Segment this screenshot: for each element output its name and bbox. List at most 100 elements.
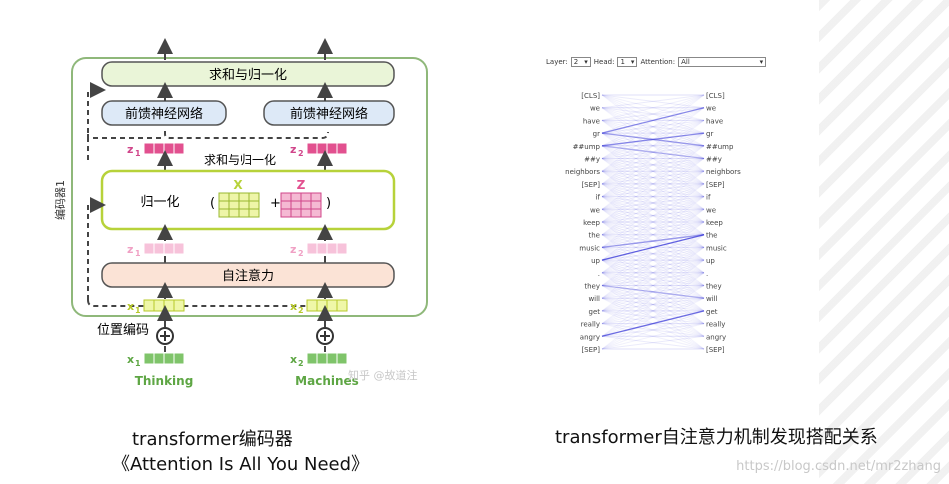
token-right[interactable]: we (706, 206, 716, 214)
token-left[interactable]: get (589, 308, 601, 316)
attention-line (601, 259, 705, 299)
attention-line (601, 170, 705, 248)
attention-line (601, 183, 705, 261)
attention-line (601, 259, 705, 274)
token-right[interactable]: neighbors (706, 168, 741, 176)
token-left[interactable]: [SEP] (581, 181, 600, 189)
attention-line (601, 221, 705, 286)
word-thinking: Thinking (135, 374, 194, 388)
attention-line (601, 208, 705, 261)
token-right[interactable]: if (706, 194, 711, 202)
token-left[interactable]: ##ump (573, 143, 601, 151)
token-left[interactable]: [SEP] (581, 346, 600, 354)
attention-line (601, 297, 705, 312)
attention-line (601, 221, 705, 236)
token-right[interactable]: will (706, 295, 718, 303)
attention-line (601, 132, 705, 210)
token-right[interactable]: . (706, 270, 708, 278)
attention-line (601, 310, 705, 337)
token-left[interactable]: really (581, 321, 600, 329)
attention-line (601, 183, 705, 210)
token-right[interactable]: get (706, 308, 718, 316)
caption-right: transformer自注意力机制发现搭配关系 (555, 427, 878, 448)
token-right[interactable]: music (706, 244, 727, 252)
token-right[interactable]: the (706, 232, 718, 240)
attention-line (601, 170, 705, 185)
attention-line (601, 132, 705, 147)
attention-line (601, 272, 705, 350)
token-left[interactable]: they (584, 283, 600, 291)
attention-line (601, 170, 705, 198)
attention-line (601, 323, 705, 350)
token-left[interactable]: will (588, 295, 600, 303)
attention-line (601, 297, 705, 350)
attention-line (601, 170, 705, 223)
attention-line (601, 145, 705, 210)
attention-line (601, 119, 705, 185)
x2-green-label: x (290, 353, 297, 366)
attention-line (601, 234, 705, 286)
attention-line (601, 94, 705, 109)
attention-line (601, 170, 705, 223)
attention-line (601, 196, 705, 274)
attention-line (601, 145, 705, 159)
token-left[interactable]: we (590, 105, 600, 113)
token-right[interactable]: have (706, 117, 723, 125)
attention-line (601, 310, 705, 325)
z2-faint-label: z (290, 243, 296, 256)
token-left[interactable]: neighbors (565, 168, 600, 176)
attention-label: Attention: (640, 58, 676, 66)
attention-line (601, 94, 705, 109)
token-left[interactable]: the (589, 232, 601, 240)
attention-line (601, 234, 705, 261)
attention-line (601, 234, 705, 312)
token-left[interactable]: angry (580, 333, 600, 341)
attention-line (601, 183, 705, 223)
head-select[interactable]: 1▾ (617, 57, 638, 67)
attention-line (601, 145, 705, 210)
token-right[interactable]: gr (706, 130, 713, 138)
token-right[interactable]: [SEP] (706, 346, 725, 354)
attention-line (601, 272, 705, 286)
attention-line (601, 132, 705, 172)
token-right[interactable]: we (706, 105, 716, 113)
token-right[interactable]: they (706, 283, 722, 291)
token-left[interactable]: ##y (584, 156, 600, 164)
attention-line (601, 259, 705, 312)
token-left[interactable]: up (591, 257, 600, 265)
token-left[interactable]: [CLS] (581, 92, 600, 100)
attention-line (601, 119, 705, 159)
token-right[interactable]: ##y (706, 156, 722, 164)
z1-vector (143, 142, 185, 155)
attention-line (601, 119, 705, 185)
attention-line (601, 196, 705, 210)
token-right[interactable]: really (706, 321, 725, 329)
attention-line (601, 259, 705, 299)
token-left[interactable]: if (596, 194, 601, 202)
token-right[interactable]: [SEP] (706, 181, 725, 189)
attention-line (601, 246, 705, 261)
attention-line (601, 94, 705, 159)
layer-select[interactable]: 2▾ (570, 57, 591, 67)
token-right[interactable]: keep (706, 219, 723, 227)
token-left[interactable]: we (590, 206, 600, 214)
token-right[interactable]: angry (706, 333, 726, 341)
token-left[interactable]: gr (593, 130, 600, 138)
attention-line (601, 246, 705, 325)
token-left[interactable]: . (598, 270, 600, 278)
token-right[interactable]: up (706, 257, 715, 265)
attention-line (601, 246, 705, 274)
zhihu-watermark: 知乎 @故道注 (348, 369, 418, 382)
attention-select[interactable]: All▾ (678, 57, 767, 67)
token-right[interactable]: ##ump (706, 143, 734, 151)
attention-line (601, 196, 705, 261)
head-label: Head: (593, 58, 615, 66)
encoder-outer-box (71, 57, 428, 317)
token-left[interactable]: music (579, 244, 600, 252)
token-left[interactable]: have (583, 117, 600, 125)
attention-line (601, 170, 705, 210)
attention-line (601, 272, 705, 325)
token-right[interactable]: [CLS] (706, 92, 725, 100)
attention-line (601, 158, 705, 172)
token-left[interactable]: keep (583, 219, 600, 227)
